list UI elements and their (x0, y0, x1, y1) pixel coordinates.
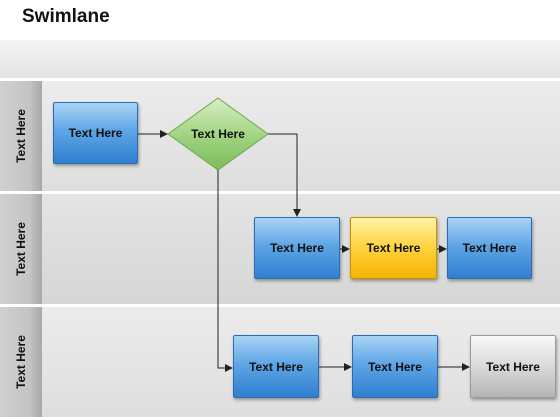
connector-decision-to-lane3 (217, 170, 233, 372)
lane2-box-1-text: Text Here (270, 241, 324, 255)
lane3-box-2: Text Here (352, 335, 438, 398)
lane2-box-3: Text Here (447, 217, 532, 279)
lane3-box-3: Text Here (470, 335, 556, 398)
connector-decision-to-lane2 (268, 133, 301, 217)
lane3-box-1: Text Here (233, 335, 319, 398)
lane-label-2: Text Here (0, 194, 42, 304)
lane2-box-2-text: Text Here (366, 241, 421, 255)
lane-label-3: Text Here (0, 307, 42, 417)
header-band (0, 40, 560, 78)
lane1-decision-label: Text Here (191, 127, 245, 141)
lane3-box-2-text: Text Here (368, 359, 422, 374)
lane3-box-3-text: Text Here (486, 359, 540, 374)
lane2-box-2: Text Here (350, 217, 437, 279)
lane2-box-1: Text Here (254, 217, 340, 279)
lane1-process-text: Text Here (68, 126, 123, 140)
lane1-process-box: Text Here (53, 102, 138, 164)
diagram-title: Swimlane (22, 6, 110, 27)
lane-label-1: Text Here (0, 81, 42, 191)
lane2-box-3-text: Text Here (462, 241, 517, 255)
lane3-box-1-text: Text Here (249, 359, 303, 374)
